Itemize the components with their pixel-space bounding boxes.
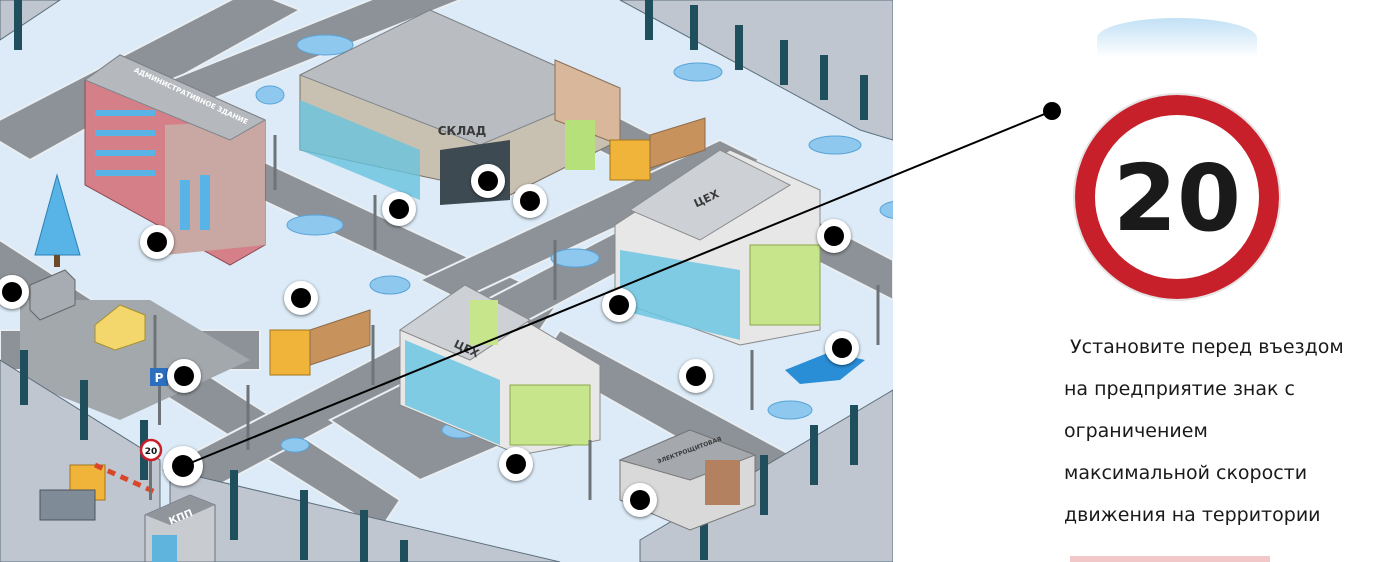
instruction-line: Установите перед въездом — [1064, 336, 1344, 358]
hotspot-admin-entrance[interactable] — [140, 225, 174, 259]
small-speed-sign-label: 20 — [145, 447, 158, 457]
info-panel: 20 Установите перед въездом на предприят… — [1030, 0, 1384, 562]
hotspot-workshop-workers[interactable] — [602, 288, 636, 322]
sign-glow — [1097, 18, 1257, 58]
instruction-line: ограничением — [1064, 420, 1208, 442]
factory-map-illustration: P 20 АДМИНИСТРАТИВНОЕ ЗДАНИЕ СКЛАД ЦЕХ Ц… — [0, 0, 893, 562]
instruction-line: движения на территории — [1064, 504, 1321, 526]
panel-bottom-accent — [1070, 556, 1270, 562]
hotspot-gate-checkpoint[interactable] — [163, 446, 203, 486]
instruction-line: максимальной скорости — [1064, 462, 1308, 484]
hotspot-warehouse-door[interactable] — [471, 164, 505, 198]
speed-limit-value: 20 — [1113, 145, 1241, 252]
hotspot-workshop-bottom[interactable] — [499, 447, 533, 481]
hotspot-parking-left[interactable] — [0, 275, 29, 309]
hotspot-warehouse-forklift[interactable] — [382, 192, 416, 226]
instruction-text: Установите перед въездом на предприятие … — [1064, 326, 1384, 536]
hotspot-warehouse-right[interactable] — [513, 184, 547, 218]
speed-limit-sign: 20 — [1070, 90, 1284, 304]
hotspot-workshop-top-corner[interactable] — [817, 219, 851, 253]
warehouse-label: СКЛАД — [438, 124, 487, 138]
factory-map-scene: P 20 АДМИНИСТРАТИВНОЕ ЗДАНИЕ СКЛАД ЦЕХ Ц… — [0, 0, 893, 562]
speed-limit-sign-graphic: 20 — [1073, 93, 1281, 301]
hotspot-parking-sign[interactable] — [167, 359, 201, 393]
hotspot-road-crossing[interactable] — [679, 359, 713, 393]
parking-sign-label: P — [155, 371, 164, 385]
hotspot-electro-room[interactable] — [623, 483, 657, 517]
hotspot-road-truck[interactable] — [284, 281, 318, 315]
instruction-line: на предприятие знак с — [1064, 378, 1295, 400]
hotspot-puddle[interactable] — [825, 331, 859, 365]
